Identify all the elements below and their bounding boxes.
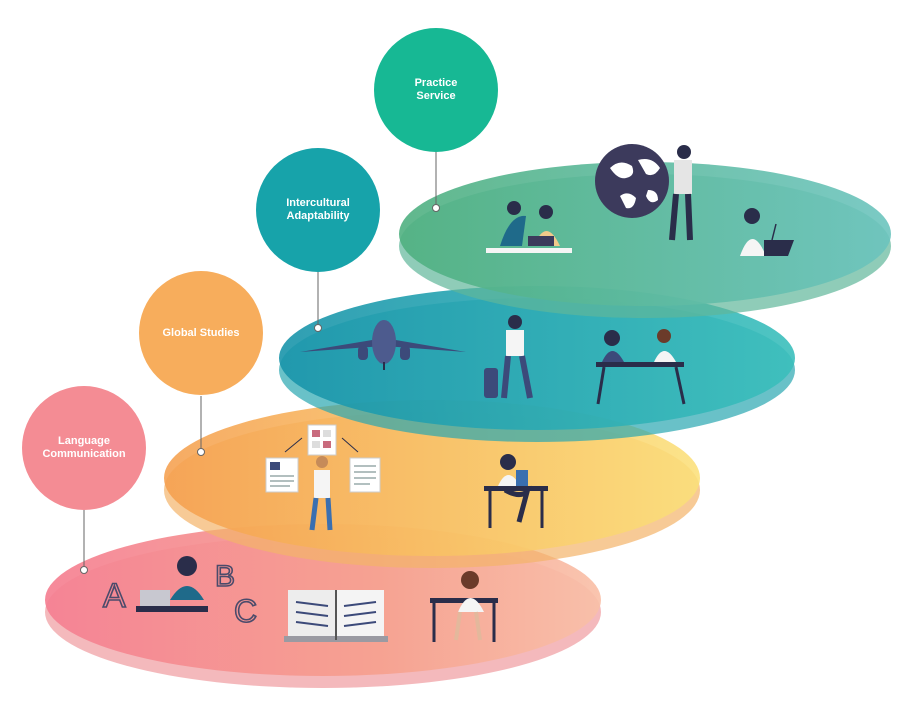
circle-language-communication bbox=[22, 386, 146, 510]
walking-person-icon bbox=[309, 456, 333, 531]
globe-icon bbox=[595, 144, 669, 218]
open-book-icon bbox=[284, 590, 388, 642]
letter-c: C bbox=[234, 593, 257, 629]
circle-practice-service bbox=[374, 28, 498, 152]
student-laptop-icon bbox=[136, 556, 208, 612]
study-group-icon bbox=[486, 201, 572, 253]
meeting-table-icon bbox=[596, 329, 686, 405]
podium-speaker-icon bbox=[740, 208, 794, 256]
document-left-icon bbox=[265, 457, 299, 493]
circle-intercultural-adaptability bbox=[256, 148, 380, 272]
student-desk-icon bbox=[430, 571, 498, 642]
letter-b: B bbox=[215, 560, 235, 593]
arrow-connectors bbox=[284, 437, 359, 453]
letter-a: A bbox=[103, 577, 126, 615]
presenter-icon bbox=[669, 145, 693, 241]
document-right-icon bbox=[349, 457, 381, 493]
traveler-suitcase-icon bbox=[484, 315, 533, 399]
airplane-icon bbox=[300, 320, 466, 370]
circle-global-studies bbox=[139, 271, 263, 395]
student-tablet-icon bbox=[484, 454, 548, 528]
connector-lines bbox=[80, 152, 440, 574]
layer-intercultural-adaptability bbox=[279, 286, 795, 442]
document-top-icon bbox=[307, 424, 337, 456]
layer-practice-service bbox=[399, 162, 891, 318]
